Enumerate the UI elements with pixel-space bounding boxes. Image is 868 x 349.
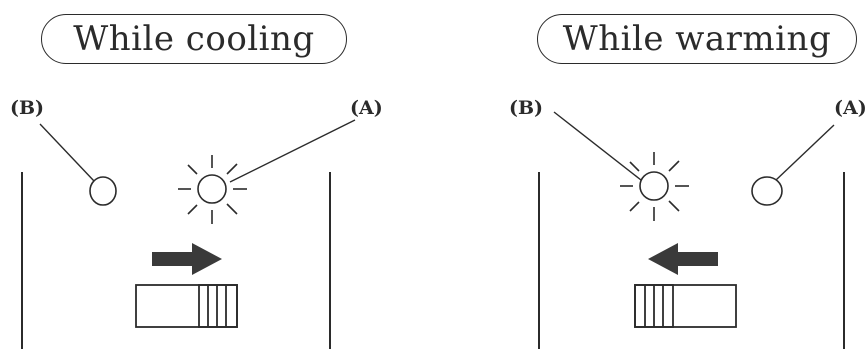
indicator-a-unlit <box>751 176 783 206</box>
indicator-b-lit <box>620 152 689 221</box>
leader-line-a <box>229 119 356 183</box>
indicator-a-label: (A) <box>834 97 867 119</box>
cooling-panel: While cooling (B) (A) <box>10 14 383 349</box>
slide-switch <box>135 284 238 328</box>
device-housing <box>538 172 845 349</box>
warming-panel: While warming (B) (A) <box>434 0 868 349</box>
warming-diagram <box>538 111 845 349</box>
leader-line-b <box>39 123 95 182</box>
arrow-right-icon <box>152 243 222 275</box>
arrow-left-icon <box>648 243 718 275</box>
leader-line-b <box>553 111 642 181</box>
warming-title: While warming <box>537 14 857 64</box>
cooling-diagram <box>21 119 356 349</box>
indicator-a-lit <box>178 155 247 224</box>
indicator-b-label: (B) <box>509 97 544 119</box>
indicator-a-label: (A) <box>350 97 383 119</box>
indicator-b-label: (B) <box>10 97 45 119</box>
slide-switch <box>634 284 737 328</box>
leader-line-a <box>775 124 835 181</box>
cooling-title: While cooling <box>41 14 347 64</box>
indicator-b-unlit <box>89 176 117 206</box>
device-housing <box>21 172 331 349</box>
